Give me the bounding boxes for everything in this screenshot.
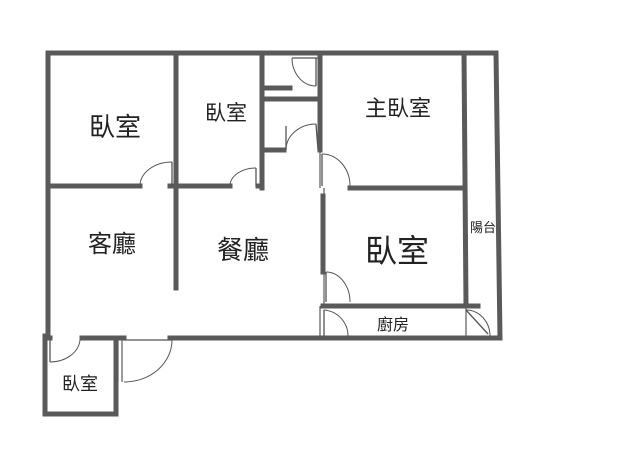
door-bedroom4 bbox=[325, 271, 351, 303]
label-master-bedroom: 主臥室 bbox=[365, 97, 431, 122]
label-bedroom-top-left: 臥室 bbox=[89, 113, 141, 143]
door-bath-top bbox=[291, 57, 318, 87]
door-master bbox=[321, 153, 351, 187]
door-bedroom2 bbox=[229, 167, 257, 187]
wall-details bbox=[117, 150, 467, 382]
wall-outer-right bbox=[493, 50, 503, 341]
label-bedroom-mid-right: 臥室 bbox=[365, 232, 429, 270]
doors bbox=[49, 57, 491, 383]
door-bath-lower bbox=[285, 123, 319, 151]
door-bedroom1 bbox=[139, 161, 173, 187]
label-kitchen: 廚房 bbox=[377, 315, 409, 334]
label-dining-room: 餐廳 bbox=[217, 236, 269, 266]
door-kitchen-left bbox=[323, 309, 349, 337]
walls bbox=[42, 50, 503, 417]
label-living-room: 客廳 bbox=[88, 230, 136, 258]
wall-balcony-left bbox=[461, 50, 469, 309]
label-bedroom-top-mid: 臥室 bbox=[205, 101, 247, 125]
door-kitchen-right bbox=[465, 309, 491, 337]
door-small-bedroom bbox=[49, 339, 81, 363]
room-labels: 臥室 臥室 主臥室 客廳 餐廳 臥室 陽台 廚房 臥室 bbox=[62, 97, 496, 395]
label-balcony: 陽台 bbox=[470, 221, 496, 236]
label-bedroom-small: 臥室 bbox=[62, 374, 98, 395]
door-entrance bbox=[123, 339, 173, 383]
